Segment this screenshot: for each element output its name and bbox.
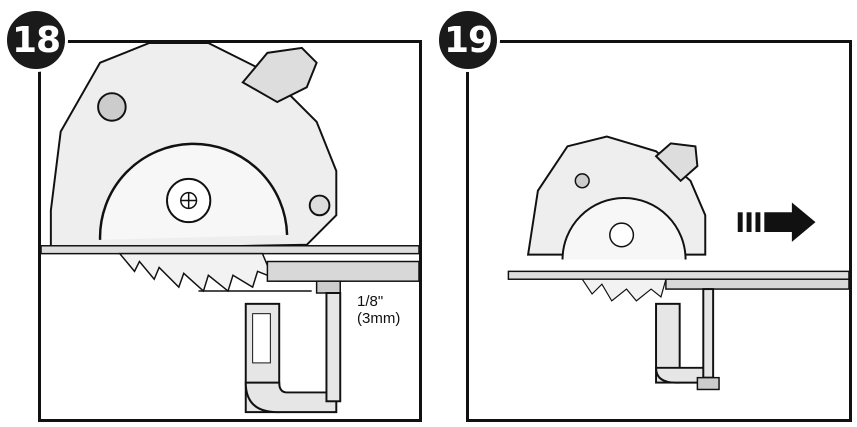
measurement-inches: 1/8" <box>357 293 384 310</box>
step-18-panel: 1/8" (3mm) <box>38 40 422 422</box>
measurement-mm: (3mm) <box>357 310 401 327</box>
depth-measurement-label: 1/8" (3mm) <box>357 293 400 327</box>
step-number-badge: 18 <box>4 8 68 72</box>
arrow-right-icon <box>737 202 816 242</box>
saw-depth-illustration <box>41 43 419 414</box>
step-number-badge: 19 <box>436 8 500 72</box>
step-19-panel <box>466 40 852 422</box>
saw-cutting-illustration <box>507 135 849 391</box>
